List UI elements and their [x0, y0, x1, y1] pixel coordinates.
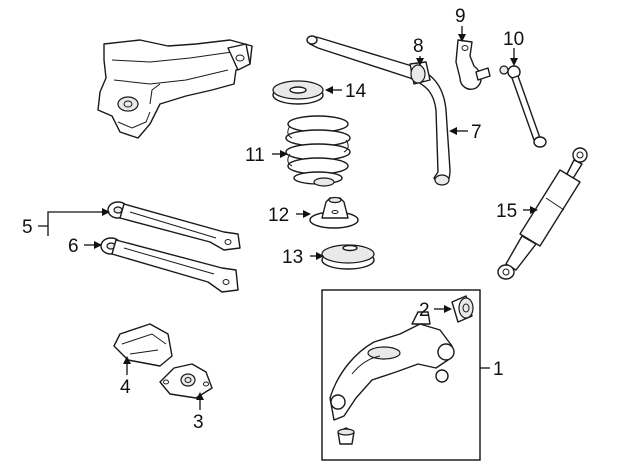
jounce-bumper [309, 196, 359, 229]
lower-control-arm [329, 311, 455, 421]
callout-2: 2 [419, 300, 430, 321]
callout-5: 5 [22, 217, 33, 238]
control-arm-assembly-box [321, 289, 481, 461]
callout-10: 10 [503, 29, 524, 50]
rear-crossmember [97, 39, 253, 139]
bushing-bracket [455, 39, 491, 90]
ball-joint [337, 427, 355, 445]
coil-spring [285, 115, 351, 187]
callout-4: 4 [120, 377, 131, 398]
callout-6: 6 [68, 236, 79, 257]
callout-labels: 1 2 3 4 5 6 7 8 9 10 11 12 13 14 15 [22, 6, 524, 433]
mount-bracket [159, 363, 213, 399]
callout-9: 9 [455, 6, 466, 27]
callout-12: 12 [268, 205, 289, 226]
callout-1: 1 [493, 359, 504, 380]
callout-7: 7 [471, 122, 482, 143]
lower-control-link [100, 237, 239, 293]
shock-absorber [497, 147, 588, 280]
callout-11: 11 [245, 145, 265, 166]
upper-spring-insulator [272, 80, 324, 105]
upper-control-link [107, 201, 241, 251]
lower-spring-insulator [321, 244, 375, 270]
callout-15: 15 [496, 201, 517, 222]
knuckle-cover [113, 323, 173, 367]
stabilizer-link [499, 65, 547, 148]
stabilizer-bushing [409, 61, 431, 85]
callout-14: 14 [345, 81, 367, 102]
callout-3: 3 [193, 412, 204, 433]
control-arm-bushing [451, 295, 474, 323]
callout-8: 8 [413, 36, 424, 57]
leader-lines [38, 26, 538, 410]
callout-13: 13 [282, 247, 303, 268]
